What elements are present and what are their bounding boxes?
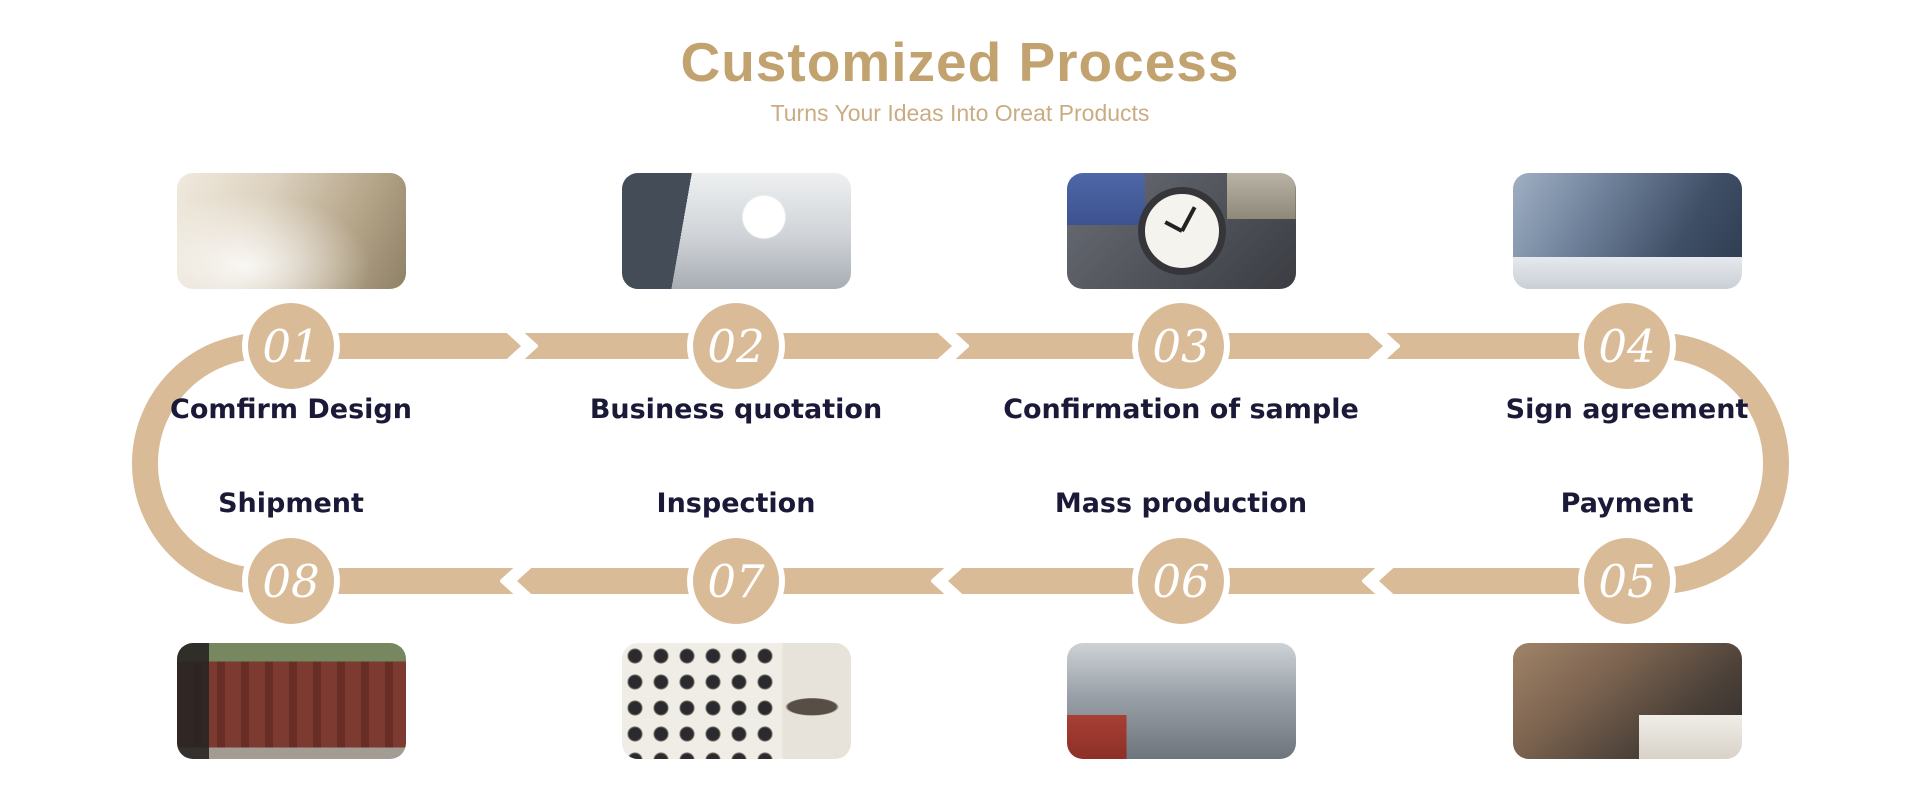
chevron-left-icon bbox=[931, 556, 969, 606]
step-circle-08: 08 bbox=[248, 538, 334, 624]
chevron-left-icon bbox=[1362, 556, 1400, 606]
chevron-right-icon bbox=[1362, 321, 1400, 371]
step-circle-07: 07 bbox=[693, 538, 779, 624]
step-circle-05: 05 bbox=[1584, 538, 1670, 624]
photo-shipment bbox=[177, 643, 406, 759]
step-label-confirmation-of-sample: Confirmation of sample bbox=[1003, 394, 1359, 425]
step-number: 02 bbox=[707, 319, 765, 373]
step-number: 01 bbox=[262, 319, 320, 373]
step-circle-01: 01 bbox=[248, 303, 334, 389]
photo-inspection bbox=[622, 643, 851, 759]
chevron-left-icon bbox=[500, 556, 538, 606]
photo-business-quotation bbox=[622, 173, 851, 289]
step-label-inspection: Inspection bbox=[656, 488, 816, 519]
clock-graphic bbox=[1137, 187, 1226, 275]
photo-mass-production bbox=[1067, 643, 1296, 759]
photo-payment bbox=[1513, 643, 1742, 759]
step-circle-04: 04 bbox=[1584, 303, 1670, 389]
chevron-right-icon bbox=[500, 321, 538, 371]
step-number: 06 bbox=[1152, 554, 1210, 608]
page-title: Customized Process bbox=[680, 31, 1240, 93]
step-label-mass-production: Mass production bbox=[1054, 488, 1308, 519]
process-loop-track bbox=[132, 333, 1789, 594]
step-label-payment: Payment bbox=[1560, 488, 1694, 519]
step-label-shipment: Shipment bbox=[218, 488, 364, 519]
step-circle-03: 03 bbox=[1138, 303, 1224, 389]
step-circle-02: 02 bbox=[693, 303, 779, 389]
page-subtitle: Turns Your Ideas Into Oreat Products bbox=[770, 100, 1150, 126]
step-number: 04 bbox=[1598, 319, 1656, 373]
step-number: 07 bbox=[707, 554, 765, 608]
step-circle-06: 06 bbox=[1138, 538, 1224, 624]
step-label-confirm-design: Comfirm Design bbox=[170, 394, 412, 425]
step-number: 08 bbox=[262, 554, 320, 608]
step-number: 05 bbox=[1598, 554, 1656, 608]
photo-confirmation-of-sample bbox=[1067, 173, 1296, 289]
photo-confirm-design bbox=[177, 173, 406, 289]
photo-sign-agreement bbox=[1513, 173, 1742, 289]
step-label-sign-agreement: Sign agreement bbox=[1505, 394, 1749, 425]
chevron-right-icon bbox=[931, 321, 969, 371]
step-number: 03 bbox=[1152, 319, 1210, 373]
step-label-business-quotation: Business quotation bbox=[589, 394, 883, 425]
